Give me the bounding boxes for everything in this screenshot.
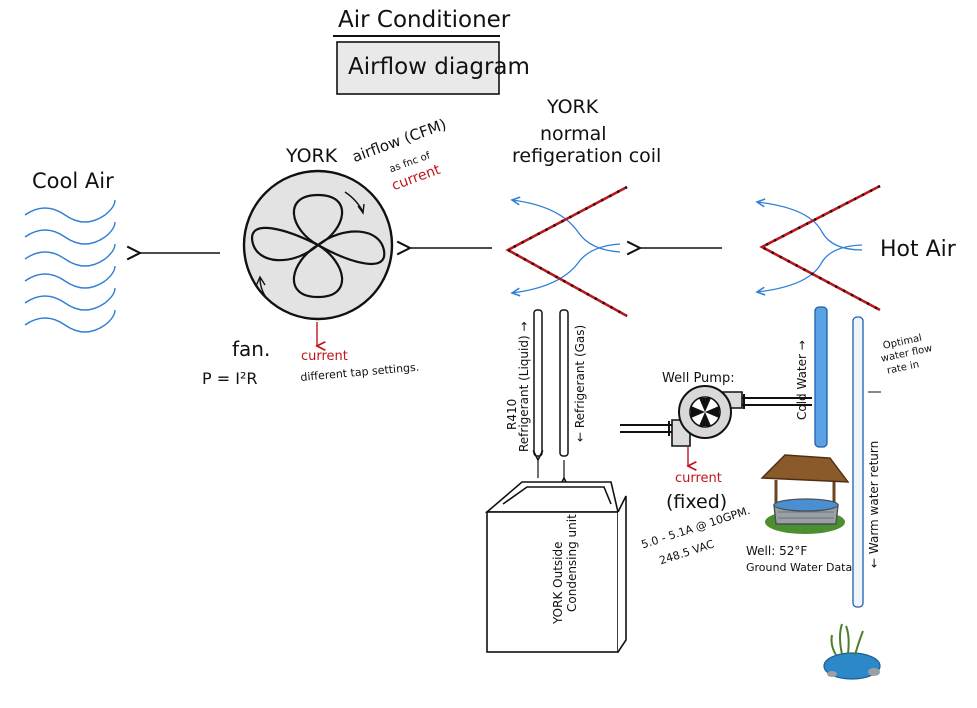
fan-formula: P = I²R [202, 369, 258, 388]
pond-icon [823, 623, 881, 680]
fan-brand-label: YORK [286, 145, 338, 167]
well-pump-icon [671, 385, 743, 447]
condensing-unit [484, 481, 627, 653]
warm-water-label: ← Warm water return [867, 440, 881, 568]
fan-current-label: current [301, 349, 348, 364]
condenser-label-line1: YORK Outside [551, 541, 565, 624]
cold-water-label: Cold Water → [795, 340, 809, 420]
fan-label: fan. [232, 337, 271, 361]
well-pump-label: Well Pump: [662, 371, 735, 386]
subtitle-box [336, 41, 500, 95]
cool-air-waves [24, 199, 116, 333]
fan-icon [242, 169, 394, 321]
page-subtitle: Airflow diagram [348, 54, 530, 80]
coil-brand-label: YORK [547, 96, 599, 118]
pump-connections [620, 394, 812, 436]
cool-air-label: Cool Air [32, 169, 114, 193]
coil-label-line2: refigeration coil [512, 145, 662, 167]
page-title: Air Conditioner [338, 7, 511, 33]
warm-water-pipe [852, 316, 864, 608]
well-temp-label: Well: 52°F [746, 544, 808, 558]
well-icon [760, 454, 850, 534]
refrigerant-pipes [533, 309, 569, 457]
refrigerant-liquid-label: Refrigerant (Liquid) → [517, 321, 531, 452]
cold-water-pipe [814, 306, 828, 448]
hot-air-label: Hot Air [880, 237, 956, 262]
pump-current-label: current [675, 471, 722, 486]
coil-label-line1: normal [540, 123, 607, 145]
refrigerant-gas-label: ← Refrigerant (Gas) [573, 324, 587, 442]
pump-fixed-label: (fixed) [666, 491, 728, 513]
refrigeration-coil-hot [757, 184, 881, 312]
condenser-label-line2: Condensing unit [565, 514, 579, 612]
refrigeration-coil-normal [505, 185, 628, 318]
well-ground-water-label: Ground Water Data [746, 561, 853, 574]
